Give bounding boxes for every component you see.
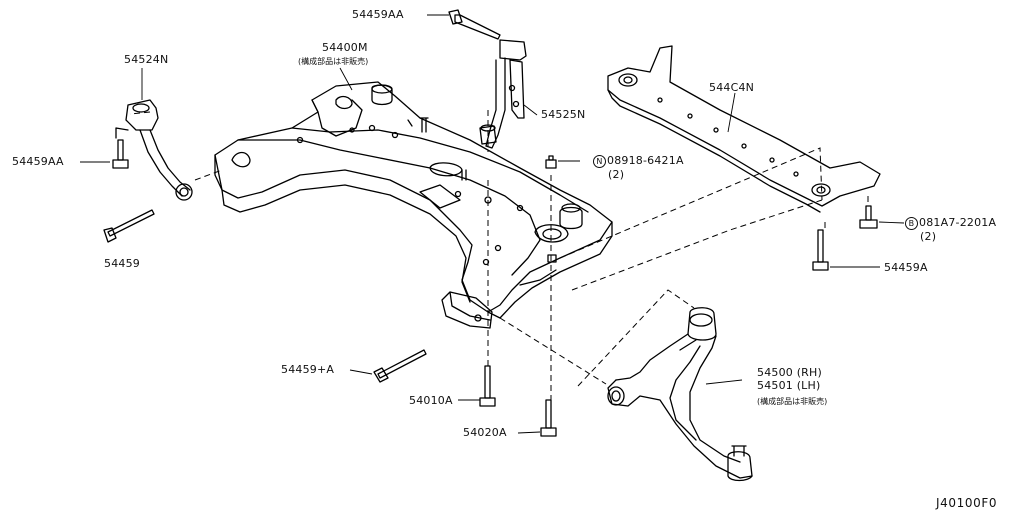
label-08918-qty: (2) <box>608 168 625 181</box>
label-081A7-text: 081A7-2201A <box>919 216 997 229</box>
diagram-id: J40100F0 <box>936 496 998 510</box>
front-crossmember-drawing <box>214 81 613 329</box>
label-54459A: 54459A <box>884 261 928 274</box>
label-54459AA-left: 54459AA <box>12 155 64 168</box>
label-54010A: 54010A <box>409 394 453 407</box>
label-54525N: 54525N <box>541 108 586 121</box>
link-54524N-drawing <box>103 99 193 243</box>
bolt-marker-icon: B <box>905 217 918 230</box>
label-54400M: 54400M <box>322 41 368 54</box>
bracket-54525N-drawing <box>448 9 527 149</box>
label-54500-rh: 54500 (RH) <box>757 366 822 379</box>
lower-arm-drawing <box>607 307 753 482</box>
label-544C4N: 544C4N <box>709 81 755 94</box>
label-54501-lh: 54501 (LH) <box>757 379 821 392</box>
label-54459AA-top: 54459AA <box>352 8 404 21</box>
crossbar-544C4N-drawing <box>607 45 881 271</box>
label-54400M-note: (構成部品は非販売) <box>298 57 369 66</box>
label-54459: 54459 <box>104 257 140 270</box>
nut-marker-icon: N <box>593 155 606 168</box>
label-08918-text: 08918-6421A <box>607 154 684 167</box>
label-54020A: 54020A <box>463 426 507 439</box>
label-54459-plus-A: 54459+A <box>281 363 335 376</box>
label-5450x-note: (構成部品は非販売) <box>757 397 828 406</box>
label-54524N: 54524N <box>124 53 169 66</box>
label-081A7-qty: (2) <box>920 230 937 243</box>
